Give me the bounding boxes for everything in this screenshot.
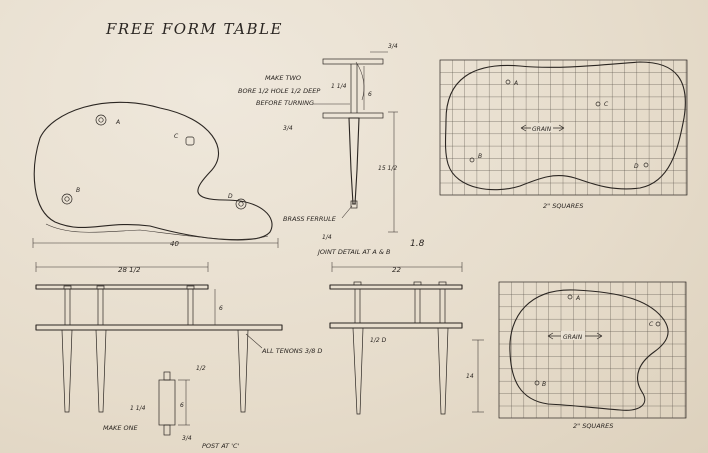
pencil-mark: 1.8 <box>410 239 425 249</box>
leg-hole-a-inner <box>98 117 104 123</box>
grid-top-point-b: B <box>478 153 482 160</box>
top-point-b: B <box>76 187 80 194</box>
grid-bottom-mark-b <box>534 380 540 386</box>
top-point-d: D <box>228 193 233 200</box>
joint-note-make: MAKE TWO <box>265 74 301 82</box>
grid-bottom-height-dim: 14 <box>466 373 474 380</box>
joint-dim-a: 1 1/4 <box>331 83 347 90</box>
joint-detail: 3/4 MAKE TWO BORE 1/2 HOLE 1/2 DEEP BEFO… <box>238 43 425 256</box>
side-tenon-dim: 1/2 D <box>370 337 387 344</box>
front-width-dim: 28 1/2 <box>118 266 141 274</box>
top-point-a: A <box>115 119 120 126</box>
table-top-outline <box>33 101 273 241</box>
grid-bottom-outline <box>509 289 669 411</box>
joint-detail-caption: JOINT DETAIL AT A & B <box>316 248 391 256</box>
grid-top-mark-c <box>595 101 601 107</box>
top-width-dim: 40 <box>170 240 179 248</box>
grid-pattern-bottom: A C B GRAIN 2" SQUARES 14 <box>466 281 687 430</box>
grid-bottom-point-a: A <box>575 295 580 302</box>
front-legs <box>61 285 249 413</box>
grid-bottom-mark-a <box>567 294 573 300</box>
drawing-title: FREE FORM TABLE <box>105 20 283 38</box>
leg-hole-d <box>235 198 247 210</box>
grid-top-mark-a <box>505 79 511 85</box>
joint-ferrule-note: BRASS FERRULE <box>283 215 337 223</box>
grid-bottom-grain-bg <box>561 331 585 340</box>
grid-top-outline <box>444 61 686 191</box>
leg-hole-a <box>95 114 107 126</box>
post-hole-c <box>185 136 195 146</box>
top-point-c: C <box>174 133 179 140</box>
joint-dim-bottom: 1/4 <box>322 234 332 241</box>
leg-hole-b <box>61 193 73 205</box>
grid-top-grain-bg <box>531 123 553 132</box>
leg-hole-d-inner <box>238 201 244 207</box>
grid-top-point-d: D <box>634 163 639 170</box>
side-width-dim: 22 <box>392 266 401 274</box>
grid-bottom-grain: GRAIN <box>563 334 583 341</box>
joint-dim-c: 3/4 <box>283 125 293 132</box>
tenon-note: ALL TENONS 3/8 D <box>261 347 322 355</box>
joint-note-bore: BORE 1/2 HOLE 1/2 DEEP <box>238 87 320 95</box>
joint-dim-top: 3/4 <box>388 43 398 50</box>
grid-bottom-point-b: B <box>542 381 546 388</box>
post-dim-b: 6 <box>180 402 184 409</box>
front-elevation: 28 1/2 6 ALL TENONS 3/8 D <box>35 262 322 413</box>
leg-hole-b-inner <box>64 196 70 202</box>
grid-pattern-top: A C B D GRAIN 2" SQUARES <box>439 59 688 210</box>
post-dim-c: 3/4 <box>182 435 192 442</box>
joint-dim-leg: 15 1/2 <box>378 165 397 172</box>
grid-top-mark-d <box>643 162 649 168</box>
grid-bottom-point-c: C <box>649 321 654 328</box>
side-elevation: 22 1/2 D <box>329 262 463 415</box>
front-height-dim: 6 <box>219 305 223 312</box>
post-detail: 1/2 1 1/4 6 3/4 MAKE ONE POST AT 'C' <box>103 365 240 450</box>
grid-top-grain: GRAIN <box>532 126 552 133</box>
table-top-edge <box>45 223 269 240</box>
grid-bottom-mark-c <box>655 321 661 327</box>
grid-top-point-c: C <box>604 101 609 108</box>
top-view: A B C D 40 <box>32 101 279 248</box>
post-caption: POST AT 'C' <box>202 442 240 450</box>
grid-top-caption: 2" SQUARES <box>543 202 583 210</box>
joint-note-before: BEFORE TURNING <box>256 99 314 107</box>
joint-dim-b: 6 <box>368 91 372 98</box>
post-dim-top: 1/2 <box>196 365 206 372</box>
grid-bottom-caption: 2" SQUARES <box>573 422 613 430</box>
post-make-note: MAKE ONE <box>103 424 138 432</box>
grid-top-mark-b <box>469 157 475 163</box>
post-dim-a: 1 1/4 <box>130 405 146 412</box>
grid-top-point-a: A <box>513 80 518 87</box>
